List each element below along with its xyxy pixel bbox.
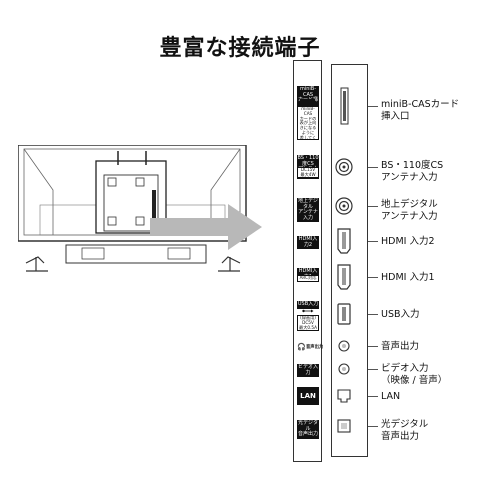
usb-port-icon [337, 303, 351, 325]
minibcas-side-note: miniB-CAS カードの 表が上向 きになる ように 差してくださ い。 [297, 106, 319, 140]
usb-side-note: (録画用) DC5V 最大0.5A [297, 315, 319, 331]
bs-cs-label: BS・110度CS アンテナ入力 [381, 160, 444, 183]
leader-line [368, 396, 378, 397]
leader-line [368, 314, 378, 315]
leader-line [368, 241, 378, 242]
leader-line [368, 167, 378, 168]
usb-label: USB入力 [381, 309, 420, 320]
audio-out-side-label: 音声出力 [306, 345, 324, 350]
leader-line [368, 206, 378, 207]
lan-port-icon [337, 389, 351, 403]
usb-symbol-icon [302, 309, 314, 313]
video-in-side-label: ビデオ入力 [297, 364, 319, 378]
hdmi1-label: HDMI 入力1 [381, 272, 435, 283]
minibcas-label: miniB-CASカード 挿入口 [381, 99, 460, 122]
optical-side-label: 光デジタル 音声出力 [297, 420, 319, 439]
video-in-label: ビデオ入力 （映像 / 音声） [381, 363, 448, 386]
bs-cs-side-note: DC15V 最大4W [297, 167, 319, 178]
mini-jack-icon [338, 363, 350, 375]
lan-side-label: LAN [297, 387, 319, 405]
usb-side-label: USB入力 [297, 301, 319, 309]
terrestrial-side-label: 地上デジタル アンテナ入力 [297, 198, 319, 223]
lan-label: LAN [381, 391, 401, 402]
mini-jack-icon [338, 340, 350, 352]
page-title: 豊富な接続端子 [159, 36, 321, 61]
optical-port-icon [337, 419, 351, 433]
coaxial-jack-icon [335, 197, 353, 215]
leader-line [368, 277, 378, 278]
leader-line [368, 346, 378, 347]
leader-line [368, 369, 378, 370]
hdmi-port-icon [337, 264, 351, 290]
hdmi-port-icon [337, 228, 351, 254]
hdmi1-side-note: ARC対応 [297, 275, 319, 282]
leader-line [368, 106, 378, 107]
headphone-icon: 🎧 [297, 343, 306, 351]
audio-out-label: 音声出力 [381, 341, 420, 352]
coaxial-jack-icon [335, 158, 353, 176]
right-arrow [150, 204, 262, 250]
card-slot-icon [340, 87, 349, 125]
hdmi2-side-label: HDMI入力2 [297, 236, 319, 250]
optical-label: 光デジタル 音声出力 [381, 419, 429, 442]
terrestrial-label: 地上デジタル アンテナ入力 [381, 199, 438, 222]
leader-line [368, 426, 378, 427]
hdmi2-label: HDMI 入力2 [381, 236, 435, 247]
